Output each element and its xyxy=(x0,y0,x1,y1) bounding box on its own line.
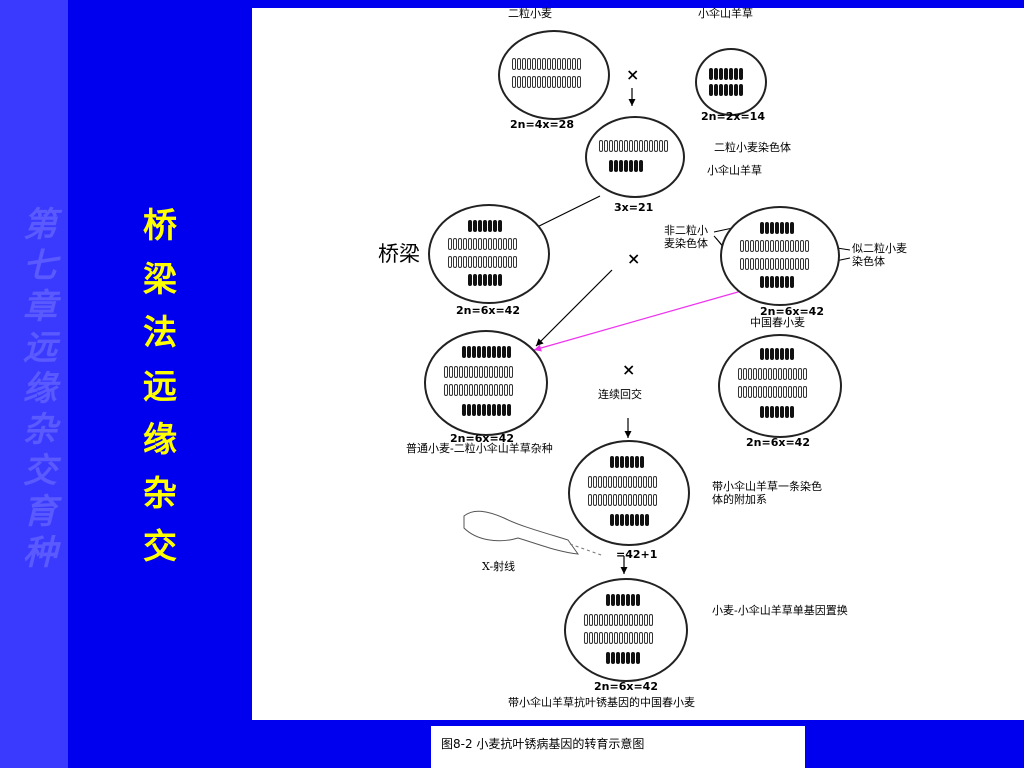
label-parent-wheat: 二粒小麦 xyxy=(508,7,552,20)
figure-panel: 二粒小麦 小伞山羊草 2n=4x=28 2n=2x=14 × 3x=21 二粒小… xyxy=(252,7,1024,720)
label-emmer-like-chrom: 似二粒小麦染色体 xyxy=(852,242,907,268)
formula-hybrid: 2n=6x=42 xyxy=(450,432,514,445)
chapter-watermark: 第七章远缘杂交育种 xyxy=(23,205,57,573)
cell-final xyxy=(564,578,688,682)
label-bridge: 桥梁 xyxy=(378,242,420,266)
cell-chinese-spring-2 xyxy=(718,334,842,438)
label-addition-line: 带小伞山羊草一条染色体的附加系 xyxy=(712,480,822,506)
cell-emmer-wheat xyxy=(498,30,610,120)
cross-symbol-3: × xyxy=(622,360,636,379)
side-strip xyxy=(0,0,68,768)
label-parent-aegilops: 小伞山羊草 xyxy=(698,7,753,20)
figure-caption: 图8-2 小麦抗叶锈病基因的转育示意图 xyxy=(441,737,645,751)
cell-aegilops xyxy=(695,48,767,116)
label-translocation: 小麦-小伞山羊草单基因置换 xyxy=(712,604,848,617)
label-chinese-spring: 中国春小麦 xyxy=(750,316,805,329)
label-final: 带小伞山羊草抗叶锈基因的中国春小麦 xyxy=(508,696,695,709)
formula-addition-line: =42+1 xyxy=(616,548,658,561)
label-non-emmer-chrom: 非二粒小麦染色体 xyxy=(664,224,708,250)
slide-title: 桥梁法远缘杂交 xyxy=(143,206,177,567)
label-xray: X-射线 xyxy=(482,560,516,573)
label-backcross: 连续回交 xyxy=(598,388,642,401)
label-amphidiploid: 普通小麦-二粒小伞山羊草杂种 xyxy=(406,442,553,455)
formula-chinese-spring: 2n=6x=42 xyxy=(760,305,824,318)
label-chrom-aegilops: 小伞山羊草 xyxy=(707,164,762,177)
formula-chinese-spring-2: 2n=6x=42 xyxy=(746,436,810,449)
figure-caption-box: 图8-2 小麦抗叶锈病基因的转育示意图 xyxy=(431,726,805,768)
cell-amphidiploid-left xyxy=(428,204,550,304)
formula-emmer: 2n=4x=28 xyxy=(510,118,574,131)
cell-addition-line xyxy=(568,440,690,546)
cell-triploid xyxy=(585,116,685,198)
formula-amphidiploid: 2n=6x=42 xyxy=(456,304,520,317)
label-chrom-wheat: 二粒小麦染色体 xyxy=(714,141,791,154)
formula-triploid: 3x=21 xyxy=(614,201,654,214)
cross-symbol-1: × xyxy=(626,65,640,84)
cross-symbol-2: × xyxy=(627,249,641,268)
formula-aegilops: 2n=2x=14 xyxy=(701,110,765,123)
cell-chinese-spring xyxy=(720,206,840,306)
formula-final: 2n=6x=42 xyxy=(594,680,658,693)
cell-hybrid xyxy=(424,330,548,436)
